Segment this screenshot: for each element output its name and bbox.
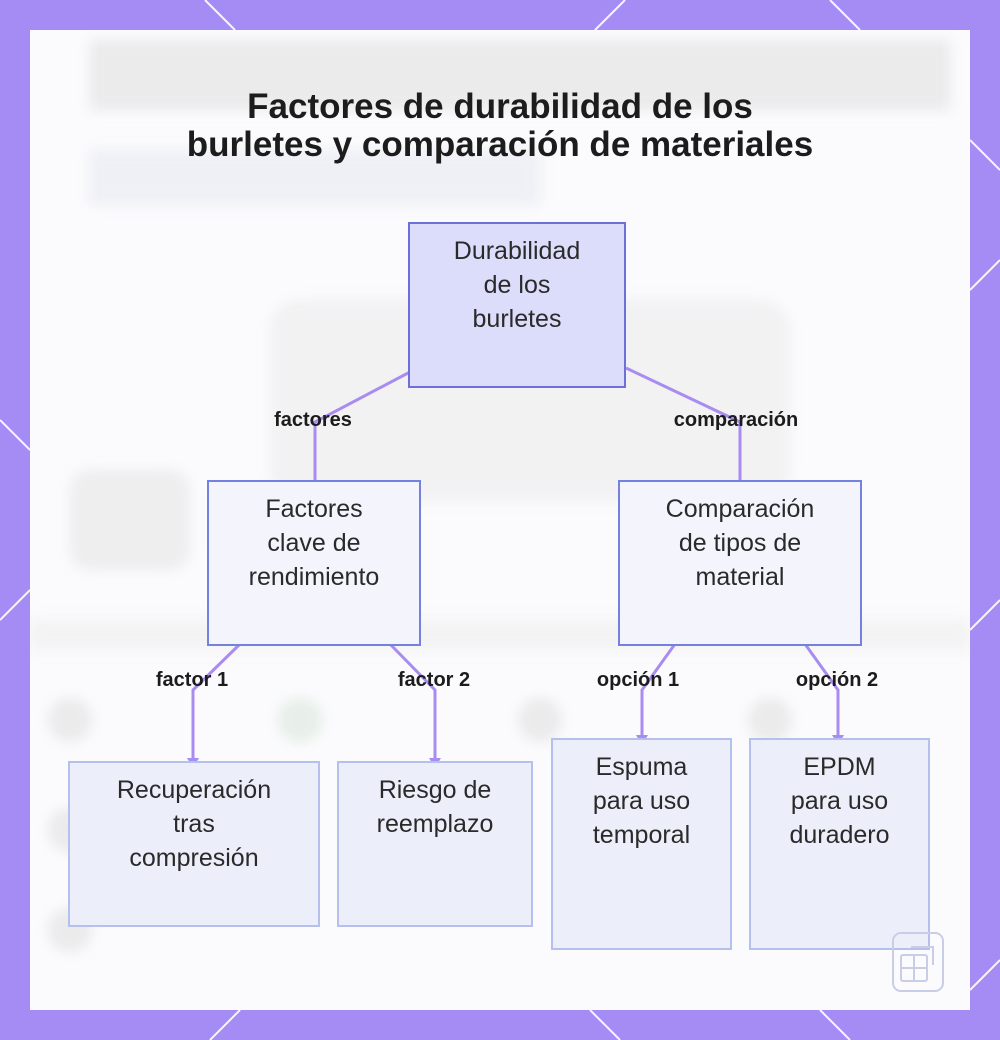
node-line: Espuma xyxy=(595,753,688,781)
node-replacement-risk: Riesgo de reemplazo xyxy=(337,761,533,927)
edge-root-factors xyxy=(313,370,411,480)
edge-label-factor-2: factor 2 xyxy=(397,669,471,691)
node-durability-root: Durabilidad de los burletes xyxy=(408,222,626,388)
diagram-title: Factores de durabilidad de los burletes … xyxy=(30,88,970,164)
edge-label-opcion-1: opción 1 xyxy=(596,669,680,691)
node-line: clave de xyxy=(267,529,361,557)
node-line: de tipos de xyxy=(678,529,802,557)
diagram-card: Factores de durabilidad de los burletes … xyxy=(30,30,970,1010)
edge-label-factor-1: factor 1 xyxy=(155,669,229,691)
node-line: para uso xyxy=(592,787,691,815)
edge-label-opcion-2: opción 2 xyxy=(795,669,879,691)
edge-root-comparison xyxy=(625,366,742,480)
node-line: rendimiento xyxy=(248,563,380,591)
node-line: temporal xyxy=(592,821,691,849)
node-line: Comparación xyxy=(665,495,815,523)
node-line: reemplazo xyxy=(376,810,494,838)
node-line: compresión xyxy=(129,844,259,872)
node-line: duradero xyxy=(789,821,890,849)
node-line: de los xyxy=(483,271,551,299)
document-logo-icon xyxy=(892,932,944,992)
edge-factors-recovery xyxy=(191,642,242,760)
node-line: burletes xyxy=(472,305,562,333)
title-line-1: Factores de durabilidad de los xyxy=(247,87,753,126)
node-line: Durabilidad xyxy=(453,237,581,265)
edge-comparison-foam xyxy=(640,643,677,737)
edge-label-factores: factores xyxy=(274,409,352,431)
node-line: EPDM xyxy=(803,753,876,781)
node-epdm-durable: EPDM para uso duradero xyxy=(749,738,930,950)
node-foam-temporary: Espuma para uso temporal xyxy=(551,738,732,950)
background-blur xyxy=(30,40,970,952)
node-line: material xyxy=(695,563,785,591)
node-material-comparison: Comparación de tipos de material xyxy=(618,480,862,646)
node-line: para uso xyxy=(790,787,889,815)
edge-label-comparacion: comparación xyxy=(673,409,799,431)
edge-comparison-epdm xyxy=(803,643,840,737)
node-line: Factores xyxy=(265,495,363,523)
node-line: Riesgo de xyxy=(378,776,492,804)
edge-factors-replacement xyxy=(388,642,437,760)
title-line-2: burletes y comparación de materiales xyxy=(186,125,814,164)
connector-lines xyxy=(187,366,844,768)
node-line: Recuperación xyxy=(116,776,272,804)
node-line: tras xyxy=(173,810,215,838)
node-compression-recovery: Recuperación tras compresión xyxy=(68,761,320,927)
node-key-factors: Factores clave de rendimiento xyxy=(207,480,421,646)
